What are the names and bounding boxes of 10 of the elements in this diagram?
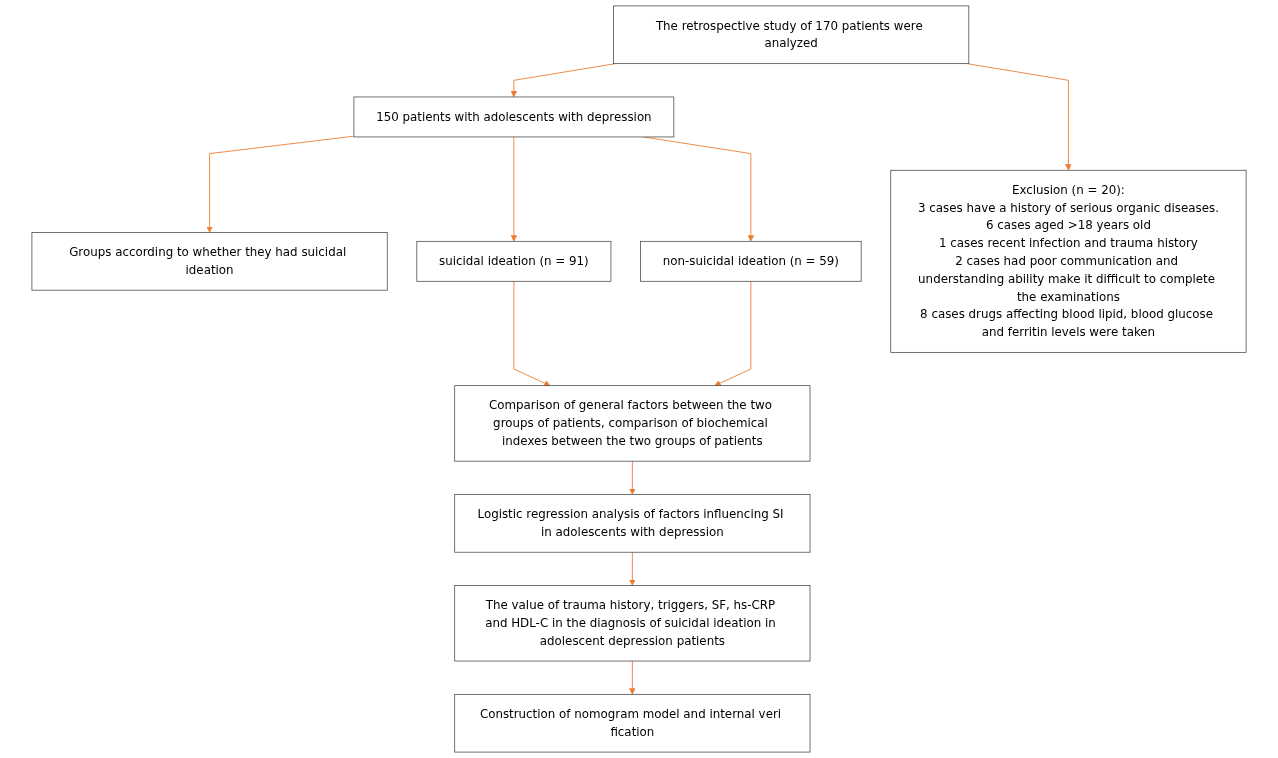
node-box: The retrospective study of 170 patients were analyzed [613, 5, 970, 65]
node-box: Exclusion (n = 20): 3 cases have a history of serious organic diseases. 6 cases aged >18 years old 1 cases recent infection and trauma history 2 cases had poor communication and understanding ability make it difficult to complete the examinations 8 cases drugs affecting blood lipid, blood glucose and ferritin levels were taken [890, 169, 1247, 353]
node-box: suicidal ideation (n = 91) [416, 240, 612, 282]
node-box: Comparison of general factors between the two groups of patients, comparison of biochemical indexes between the two groups of patients [454, 385, 811, 462]
node-box: Logistic regression analysis of factors influencing SI in adolescents with depression [454, 494, 811, 553]
node-box: Groups according to whether they had suicidal ideation [31, 232, 388, 291]
node-box: The value of trauma history, triggers, SF, hs-CRP and HDL-C in the diagnosis of suicidal ideation in adolescent depression patients [454, 585, 811, 662]
node-box: 150 patients with adolescents with depression [353, 96, 675, 138]
node-box: Construction of nomogram model and internal veri fication [454, 693, 811, 753]
node-box: non-suicidal ideation (n = 59) [640, 240, 862, 282]
